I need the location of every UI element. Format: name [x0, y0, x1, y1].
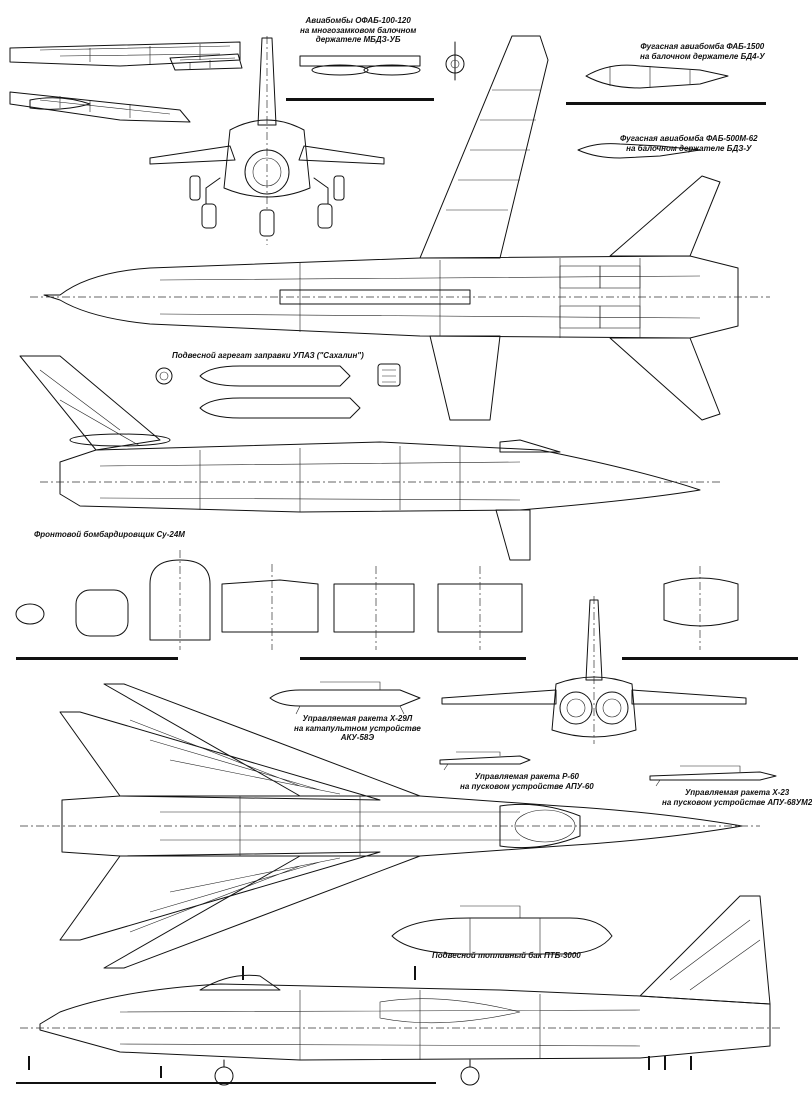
label-kh29-line1: Управляемая ракета Х-29Л: [302, 714, 413, 723]
side-view-bottom: [20, 895, 780, 1086]
cross-sections: [15, 550, 739, 650]
label-r60-line2: на пусковом устройстве АПУ-60: [460, 781, 594, 791]
front-view-top: [149, 36, 385, 245]
label-kh23-line1: Управляемая ракета Х-23: [685, 788, 790, 797]
r60-missile: [439, 751, 531, 771]
kh23-missile: [649, 765, 777, 787]
partial-side-view: [9, 41, 243, 71]
label-aircraft-title: Фронтовой бомбардировщик Су-24М: [34, 530, 185, 539]
label-ptb: Подвесной топливный бак ПТБ-3000: [432, 951, 581, 960]
label-ofab-line3: держателе МБДЗ-УБ: [315, 35, 401, 44]
label-upaz: Подвесной агрегат заправки УПАЗ ("Сахали…: [172, 351, 364, 360]
label-kh23-line2: на пусковом устройстве АПУ-68УМ2: [662, 797, 812, 807]
kh29-missile: [269, 681, 421, 715]
fab500-bomb: [577, 143, 701, 159]
plan-view-bottom: [20, 683, 760, 969]
label-kh29: Управляемая ракета Х-29Л на катапультном…: [294, 714, 421, 743]
side-view-middle: [19, 355, 720, 561]
label-fab1500-line1: Фугасная авиабомба ФАБ-1500: [640, 42, 765, 51]
label-fab1500: Фугасная авиабомба ФАБ-1500 на балочном …: [640, 42, 765, 61]
label-kh29-line2: на катапультном устройстве: [294, 723, 421, 733]
label-fab500: Фугасная авиабомба ФАБ-500М-62 на балочн…: [620, 134, 758, 153]
upaz-pod: [155, 363, 401, 419]
label-r60: Управляемая ракета Р-60 на пусковом устр…: [460, 772, 594, 791]
station-markers: [28, 966, 692, 1078]
plan-view-top: [30, 35, 770, 421]
label-kh23: Управляемая ракета Х-23 на пусковом устр…: [662, 788, 812, 807]
label-fab500-line2: на балочном держателе БДЗ-У: [626, 143, 752, 153]
label-fab1500-line2: на балочном держателе БД4-У: [640, 51, 765, 61]
partial-wing-side: [9, 91, 191, 123]
label-ofab-line2: на многозамковом балочном: [300, 25, 417, 35]
label-kh29-line3: АКУ-58Э: [340, 733, 375, 742]
label-ofab-line1: Авиабомбы ОФАБ-100-120: [305, 16, 411, 25]
fab1500-bomb: [585, 64, 729, 89]
rear-view: [441, 596, 747, 744]
ptb-tank: [391, 905, 613, 955]
label-fab500-line1: Фугасная авиабомба ФАБ-500М-62: [620, 134, 758, 143]
label-r60-line1: Управляемая ракета Р-60: [474, 772, 579, 781]
label-ofab: Авиабомбы ОФАБ-100-120 на многозамковом …: [300, 16, 416, 45]
ofab-bomb-cluster: [299, 41, 465, 81]
